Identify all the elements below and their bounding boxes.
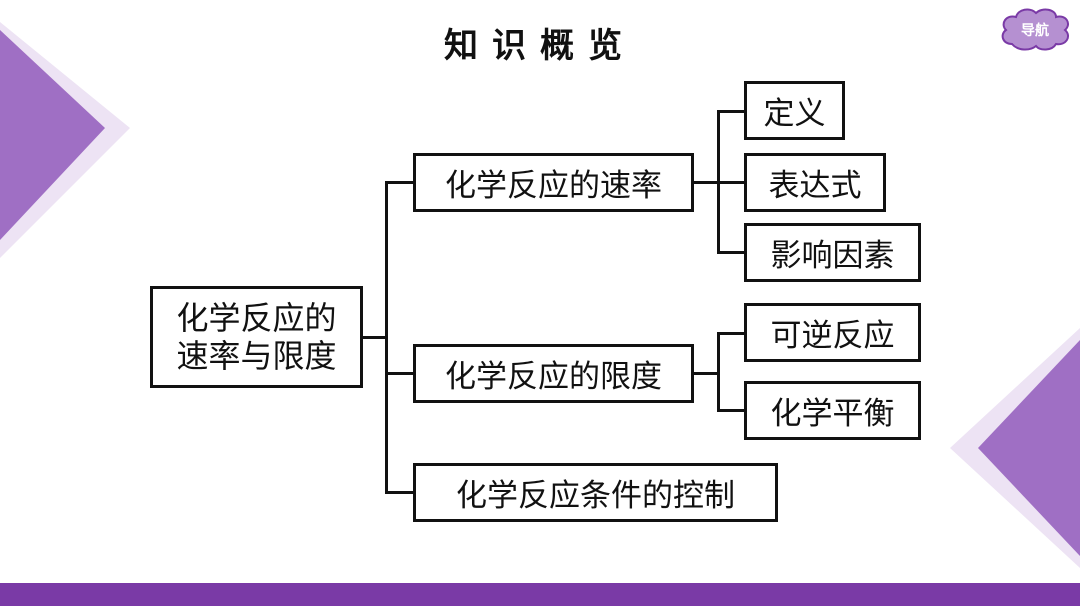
root-node: 化学反应的 速率与限度 bbox=[150, 286, 363, 388]
connector bbox=[385, 372, 416, 375]
connector bbox=[717, 409, 747, 412]
branch-rate: 化学反应的速率 bbox=[413, 153, 694, 212]
leaf-expression: 表达式 bbox=[744, 153, 886, 212]
connector bbox=[361, 336, 387, 339]
branch-control: 化学反应条件的控制 bbox=[413, 463, 778, 522]
connector bbox=[717, 332, 747, 335]
branch-limit: 化学反应的限度 bbox=[413, 344, 694, 403]
nav-button[interactable]: 导航 bbox=[998, 6, 1072, 52]
connector bbox=[717, 251, 747, 254]
page-title: 知识概览 bbox=[444, 26, 636, 66]
connector bbox=[385, 491, 416, 494]
right-triangle-inner bbox=[978, 340, 1080, 556]
connector bbox=[385, 181, 416, 184]
leaf-definition: 定义 bbox=[744, 81, 845, 140]
connector bbox=[385, 181, 388, 494]
leaf-reversible: 可逆反应 bbox=[744, 303, 921, 362]
bottom-bar bbox=[0, 583, 1080, 606]
nav-label: 导航 bbox=[1021, 23, 1049, 39]
leaf-equilibrium: 化学平衡 bbox=[744, 381, 921, 440]
connector bbox=[692, 181, 719, 184]
root-node-line1: 化学反应的 bbox=[176, 299, 337, 337]
connector bbox=[692, 372, 719, 375]
cloud-icon bbox=[1001, 8, 1069, 51]
connector bbox=[717, 181, 747, 184]
connector bbox=[717, 332, 720, 412]
leaf-factors: 影响因素 bbox=[744, 223, 921, 282]
left-triangle-inner bbox=[0, 30, 105, 240]
root-node-line2: 速率与限度 bbox=[176, 337, 337, 375]
connector bbox=[717, 110, 747, 113]
